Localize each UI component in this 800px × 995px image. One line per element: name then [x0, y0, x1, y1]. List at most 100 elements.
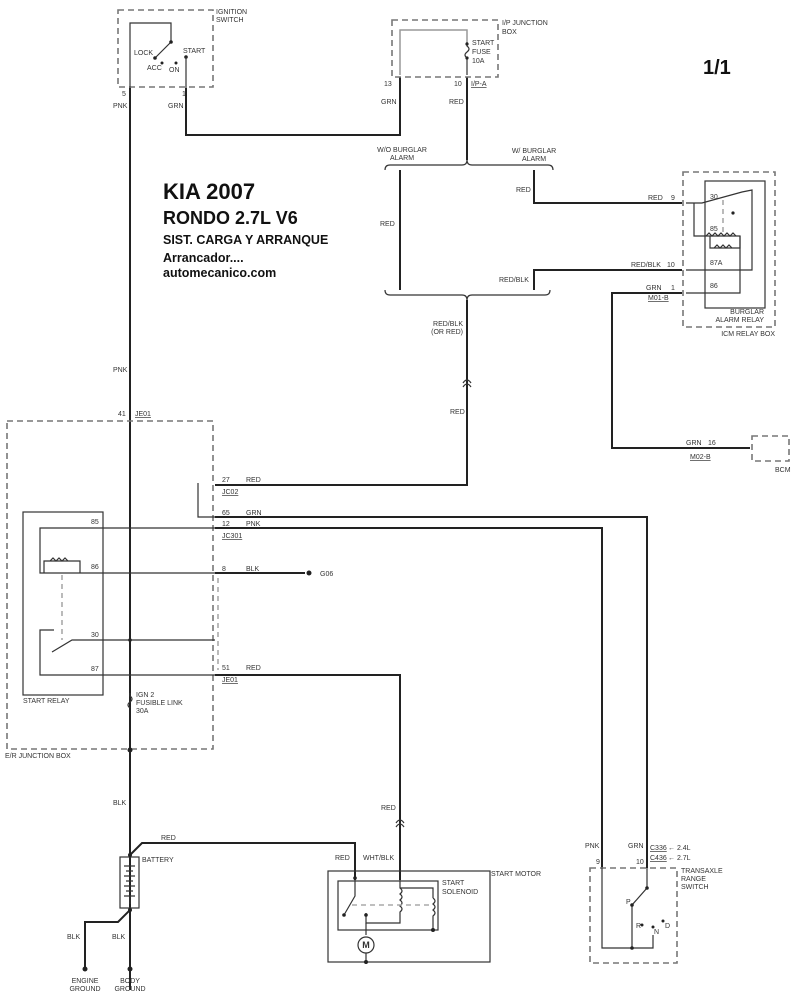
start-label: START	[183, 48, 206, 55]
title-block: KIA 2007 RONDO 2.7L V6 SIST. CARGA Y ARR…	[163, 57, 731, 280]
gear-r-label: R	[636, 923, 641, 930]
bcm: GRN 16 M02-B BCM	[686, 435, 791, 474]
bcm-label: BCM	[775, 467, 791, 474]
wire-label: GRN	[168, 103, 184, 110]
trs-label: TRANSAXLE	[681, 868, 723, 875]
connector-label: C336	[650, 845, 667, 852]
gear-d-label: D	[665, 923, 670, 930]
ignition-label-2: SWITCH	[216, 17, 244, 24]
wire-label: PNK	[246, 521, 261, 528]
pin-label: 86	[710, 283, 718, 290]
wire-label: BLK	[67, 934, 81, 941]
er-junction-box: E/R JUNCTION BOX 41 JE01 PNK START RELAY…	[5, 367, 333, 760]
fuse-rating: 10A	[472, 58, 485, 65]
connector-label: JC02	[222, 489, 238, 496]
wire-label: RED/BLK	[499, 277, 529, 284]
fuse-label: START	[472, 40, 495, 47]
connector-label: C436	[650, 855, 667, 862]
wire-label: BLK	[112, 934, 126, 941]
wire-label: RED	[450, 409, 465, 416]
pin-label: 10	[636, 859, 644, 866]
page-number: 1/1	[703, 57, 731, 79]
w-alarm-label: W/ BURGLAR	[512, 148, 556, 155]
wire-label: WHT/BLK	[363, 855, 394, 862]
pin-label: 1	[182, 91, 186, 98]
title-site: automecanico.com	[163, 266, 276, 280]
battery: BATTERY BLK RED BLK BLK ENGINE GROUND BO…	[67, 800, 176, 993]
wire-label: RED	[335, 855, 350, 862]
ip-junction-label-2: BOX	[502, 29, 517, 36]
ground-g06-icon	[306, 570, 312, 576]
trs-label-2: RANGE	[681, 876, 706, 883]
transaxle-range-switch: PNK GRN 9 10 C336 ← 2.4L C436 ← 2.7L TRA…	[585, 843, 723, 964]
wire-label: GRN	[646, 285, 662, 292]
pin-label: 85	[91, 519, 99, 526]
battery-label: BATTERY	[142, 857, 174, 864]
wire-label: (OR RED)	[431, 329, 463, 336]
ground-label: GROUND	[114, 986, 145, 993]
wire-label: BLK	[113, 800, 127, 807]
er-junction-label: E/R JUNCTION BOX	[5, 753, 71, 760]
burglar-relay-label: BURGLAR	[730, 309, 764, 316]
wo-alarm-label: W/O BURGLAR	[377, 147, 427, 154]
pin-label: 10	[667, 262, 675, 269]
pin-label: 30	[710, 194, 718, 201]
pin-label: 87	[91, 666, 99, 673]
motor-symbol: M	[362, 940, 370, 950]
ignition-label: IGNITION	[216, 9, 247, 16]
wire-label: PNK	[585, 843, 600, 850]
ip-junction-box: I/P JUNCTION BOX START FUSE 10A 13 10 I/…	[381, 19, 548, 106]
ground-label: G06	[320, 571, 333, 578]
pin-label: 27	[222, 477, 230, 484]
w-alarm-label-2: ALARM	[522, 156, 546, 163]
gear-n-label: N	[654, 929, 659, 936]
wire-label: RED/BLK	[631, 262, 661, 269]
pin-label: 13	[384, 81, 392, 88]
wires	[84, 77, 750, 990]
pin-label: 1	[671, 285, 675, 292]
pin-label: 41	[118, 411, 126, 418]
wire-label: GRN	[686, 440, 702, 447]
pin-label: 16	[708, 440, 716, 447]
connector-label: M02-B	[690, 454, 711, 461]
wire-label: RED	[380, 221, 395, 228]
fuse-label: FUSE	[472, 49, 491, 56]
wo-alarm-label-2: ALARM	[390, 155, 414, 162]
wire-label: PNK	[113, 367, 128, 374]
on-label: ON	[169, 67, 180, 74]
icm-relay-box: 30 85 87A 86 RED 9 RED/BLK 10 GRN 1 M01-…	[631, 171, 776, 338]
title-make: KIA 2007	[163, 179, 255, 204]
connector-label: JC301	[222, 533, 242, 540]
wire-label: RED	[246, 665, 261, 672]
icm-box-label: ICM RELAY BOX	[721, 331, 775, 338]
connector-label: JE01	[135, 411, 151, 418]
burglar-relay-label-2: ALARM RELAY	[716, 317, 765, 324]
branch-labels: W/O BURGLAR ALARM W/ BURGLAR ALARM RED R…	[377, 147, 556, 416]
start-relay-label: START RELAY	[23, 698, 70, 705]
wire-label: RED	[161, 835, 176, 842]
pin-label: 30	[91, 632, 99, 639]
pin-label: 10	[454, 81, 462, 88]
title-section: Arrancador....	[163, 251, 244, 265]
title-system: SIST. CARGA Y ARRANQUE	[163, 233, 328, 247]
title-model: RONDO 2.7L V6	[163, 208, 298, 228]
gear-p-label: P	[626, 899, 631, 906]
wire-label: RED	[246, 477, 261, 484]
connector-label: JE01	[222, 677, 238, 684]
wire-label: GRN	[381, 99, 397, 106]
wire-label: RED/BLK	[433, 321, 463, 328]
wire-label: PNK	[113, 103, 128, 110]
solenoid-label-2: SOLENOID	[442, 889, 478, 896]
pin-label: 8	[222, 566, 226, 573]
wire-label: GRN	[628, 843, 644, 850]
fusible-link-rating: 30A	[136, 708, 149, 715]
wire-label: RED	[516, 187, 531, 194]
fusible-link-label: IGN 2	[136, 692, 154, 699]
engine-variant-label: ← 2.4L	[668, 845, 691, 852]
body-ground-icon	[127, 966, 133, 972]
fusible-link-label: FUSIBLE LINK	[136, 700, 183, 707]
wire-label: GRN	[246, 510, 262, 517]
engine-variant-label: ← 2.7L	[668, 855, 691, 862]
pin-label: 86	[91, 564, 99, 571]
